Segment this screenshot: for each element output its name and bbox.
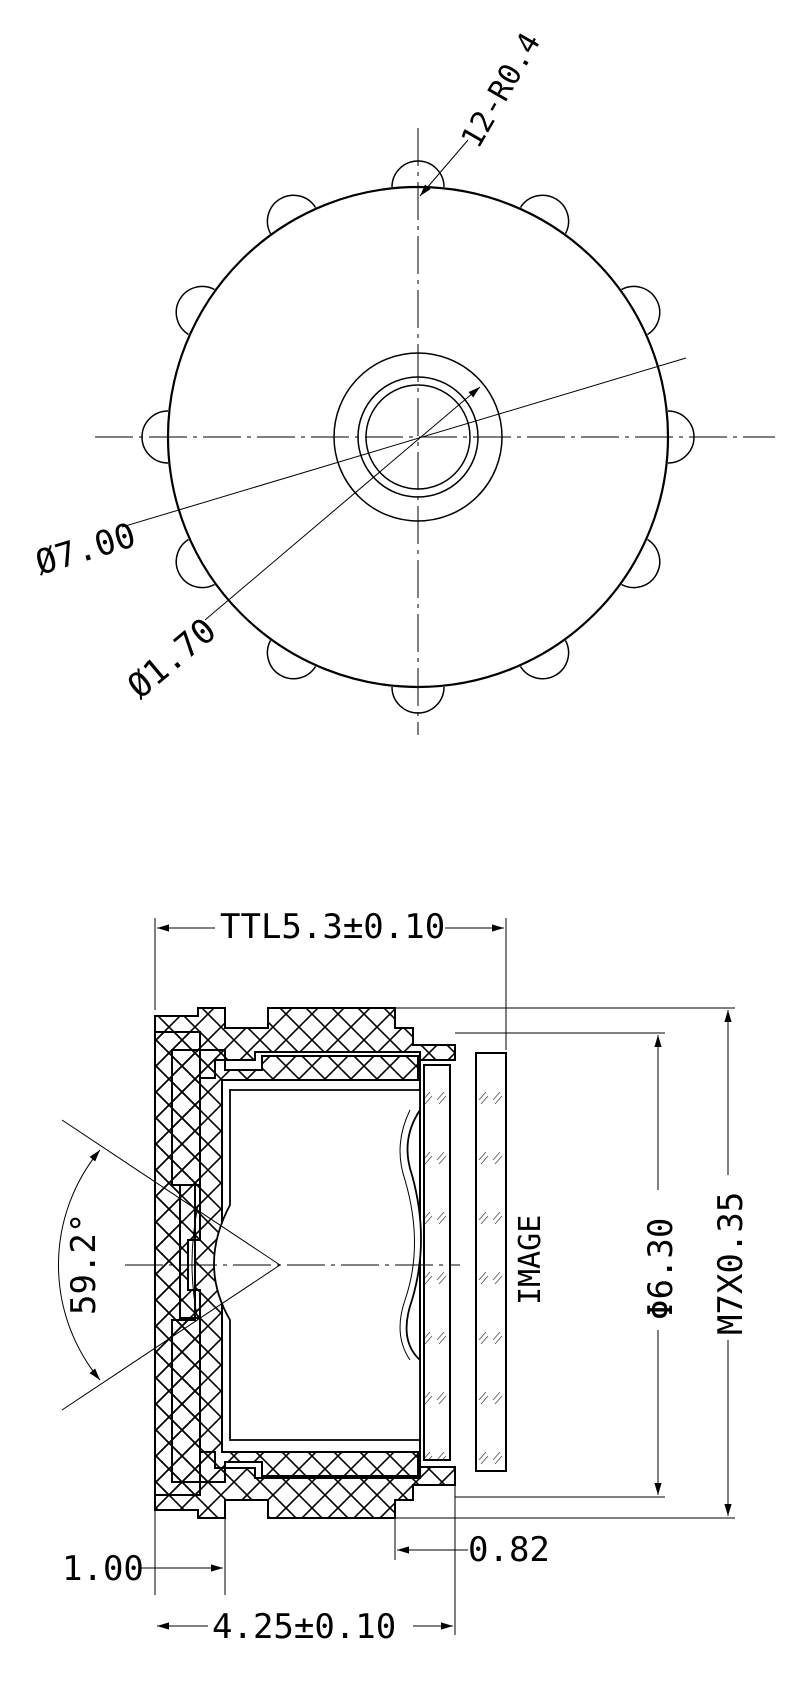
length-label-bg bbox=[208, 1605, 413, 1645]
barrel-diameter-label: Φ6.30 bbox=[641, 1218, 681, 1320]
glass-gap-label: 0.82 bbox=[468, 1530, 550, 1570]
outer-circle bbox=[166, 185, 670, 689]
notch bbox=[175, 538, 215, 589]
lens-surface-front bbox=[191, 1204, 199, 1321]
notch bbox=[621, 538, 661, 589]
notch-note: 12-R0.4 bbox=[455, 27, 549, 154]
front-offset-label: 1.00 bbox=[62, 1549, 144, 1589]
notch bbox=[391, 686, 445, 714]
fov-ray-top bbox=[61, 1119, 281, 1266]
hub-ring-outer bbox=[333, 352, 503, 522]
notch bbox=[519, 194, 570, 234]
notch bbox=[175, 285, 215, 336]
fov-label: 59.2° bbox=[64, 1213, 104, 1315]
notch bbox=[519, 640, 570, 680]
fov-ray-bottom bbox=[61, 1264, 281, 1411]
notch bbox=[266, 640, 317, 680]
lens-surface-rear bbox=[399, 1109, 415, 1361]
notch bbox=[141, 410, 169, 464]
section-view: 59.2° IMAGE TTL5.3±0.10 Φ6.30 M7X0.35 1.… bbox=[58, 903, 751, 1647]
aperture-leader bbox=[204, 386, 481, 621]
fov-arc bbox=[58, 1149, 101, 1381]
notch bbox=[621, 285, 661, 336]
hub-ring-mid bbox=[357, 376, 479, 498]
ttl-label: TTL5.3±0.10 bbox=[220, 907, 445, 947]
barrel-dia-bg bbox=[640, 1190, 678, 1330]
notch-leader bbox=[419, 139, 469, 197]
notches bbox=[141, 160, 695, 714]
notch bbox=[667, 410, 695, 464]
cover-glass bbox=[423, 1064, 451, 1461]
outer-diameter-leader bbox=[121, 357, 687, 528]
front-view: 12-R0.4 Ø7.00 Ø1.70 bbox=[31, 27, 775, 735]
length-label: 4.25±0.10 bbox=[212, 1607, 396, 1647]
thread-label-bg bbox=[710, 1175, 748, 1340]
ir-filter bbox=[475, 1052, 507, 1472]
outer-diameter-label: Ø7.00 bbox=[31, 515, 141, 583]
image-label: IMAGE bbox=[513, 1215, 548, 1305]
notch bbox=[266, 194, 317, 234]
aperture-diameter-label: Ø1.70 bbox=[120, 610, 224, 706]
hub-ring-inner bbox=[365, 384, 471, 490]
thread-label: M7X0.35 bbox=[711, 1192, 751, 1335]
ttl-label-bg bbox=[215, 903, 445, 943]
notch bbox=[391, 160, 445, 188]
